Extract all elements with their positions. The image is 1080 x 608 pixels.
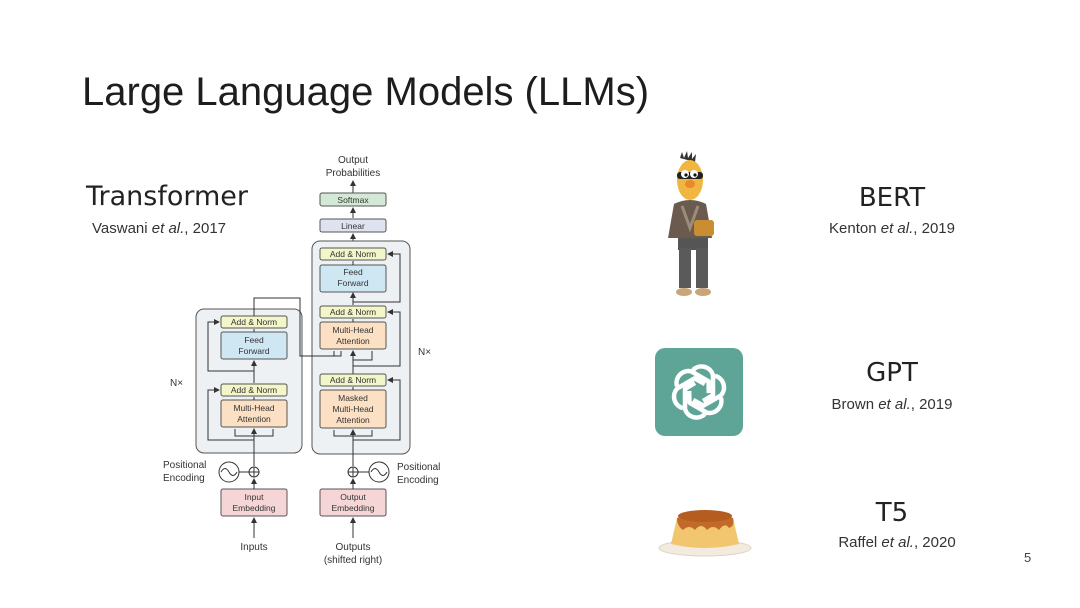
citation-author: Raffel — [838, 534, 882, 551]
decoder-add-norm-2 — [319, 305, 387, 319]
t5-title: T5 — [875, 498, 909, 528]
masked-label-2: Multi-Head — [332, 404, 373, 414]
gpt-title: GPT — [866, 358, 918, 388]
decoder-add-norm-1 — [319, 373, 387, 387]
encoder-positional-label-2: Encoding — [163, 473, 205, 484]
citation-etal: et al. — [878, 396, 911, 413]
mha-label-2: Attention — [336, 336, 370, 346]
citation-etal: et al. — [151, 220, 185, 237]
citation-year: , 2019 — [910, 396, 953, 413]
citation-etal: et al. — [881, 534, 914, 551]
output-embedding-label-1: Output — [340, 492, 366, 502]
feed-forward-label-2: Forward — [337, 278, 368, 288]
outputs-label-2: (shifted right) — [324, 555, 382, 566]
decoder-positional-label-1: Positional — [397, 462, 440, 473]
flan-dessert-icon — [658, 510, 752, 557]
slide-title: Large Language Models (LLMs) — [82, 70, 650, 114]
bert-citation: Kenton et al., 2019 — [812, 220, 972, 237]
input-embedding-label-1: Input — [245, 492, 265, 502]
input-embedding-label-2: Embedding — [232, 503, 275, 513]
citation-etal: et al. — [880, 220, 914, 237]
decoder-positional-label-2: Encoding — [397, 475, 439, 486]
bert-character-icon — [668, 151, 714, 296]
mha-label-1: Multi-Head — [233, 403, 274, 413]
citation-author: Kenton — [829, 220, 881, 237]
citation-year: , 2020 — [913, 534, 956, 551]
mha-label-2: Attention — [237, 414, 271, 424]
decoder-add-norm-3 — [319, 247, 387, 261]
page-number: 5 — [1024, 550, 1032, 565]
output-probabilities-label-1: Output — [338, 155, 368, 166]
citation-year: , 2019 — [913, 220, 955, 237]
feed-forward-label-1: Feed — [343, 267, 363, 277]
inputs-label: Inputs — [240, 542, 267, 553]
feed-forward-label-2: Forward — [238, 346, 269, 356]
transformer-citation: Vaswani et al., 2017 — [92, 220, 226, 237]
outputs-label-1: Outputs — [335, 542, 370, 553]
masked-label-3: Attention — [336, 415, 370, 425]
softmax-label: Softmax — [337, 195, 369, 205]
linear-label: Linear — [341, 221, 365, 231]
masked-label-1: Masked — [338, 393, 368, 403]
transformer-title: Transformer — [86, 181, 249, 212]
add-norm-label: Add & Norm — [330, 375, 376, 385]
citation-author: Brown — [831, 396, 879, 413]
linear-box — [319, 218, 387, 233]
add-norm-label: Add & Norm — [231, 385, 277, 395]
citation-year: , 2017 — [184, 220, 227, 237]
encoder-block — [195, 308, 303, 454]
transformer-architecture-diagram: Output Probabilities Softmax Linear N× A… — [163, 155, 440, 566]
decoder-nx-label: N× — [418, 347, 431, 358]
add-norm-label: Add & Norm — [330, 249, 376, 259]
encoder-nx-label: N× — [170, 378, 183, 389]
t5-citation: Raffel et al., 2020 — [812, 534, 982, 551]
gpt-citation: Brown et al., 2019 — [812, 396, 972, 413]
add-norm-label: Add & Norm — [330, 307, 376, 317]
add-norm-label: Add & Norm — [231, 317, 277, 327]
openai-logo-icon — [655, 348, 743, 436]
feed-forward-label-1: Feed — [244, 335, 264, 345]
encoder-positional-label-1: Positional — [163, 460, 206, 471]
encoder-add-norm-1 — [220, 383, 288, 397]
citation-author: Vaswani — [92, 220, 152, 237]
output-embedding-label-2: Embedding — [331, 503, 374, 513]
mha-label-1: Multi-Head — [332, 325, 373, 335]
output-probabilities-label-2: Probabilities — [326, 168, 380, 179]
softmax-box — [319, 192, 387, 207]
bert-title: BERT — [858, 183, 926, 213]
